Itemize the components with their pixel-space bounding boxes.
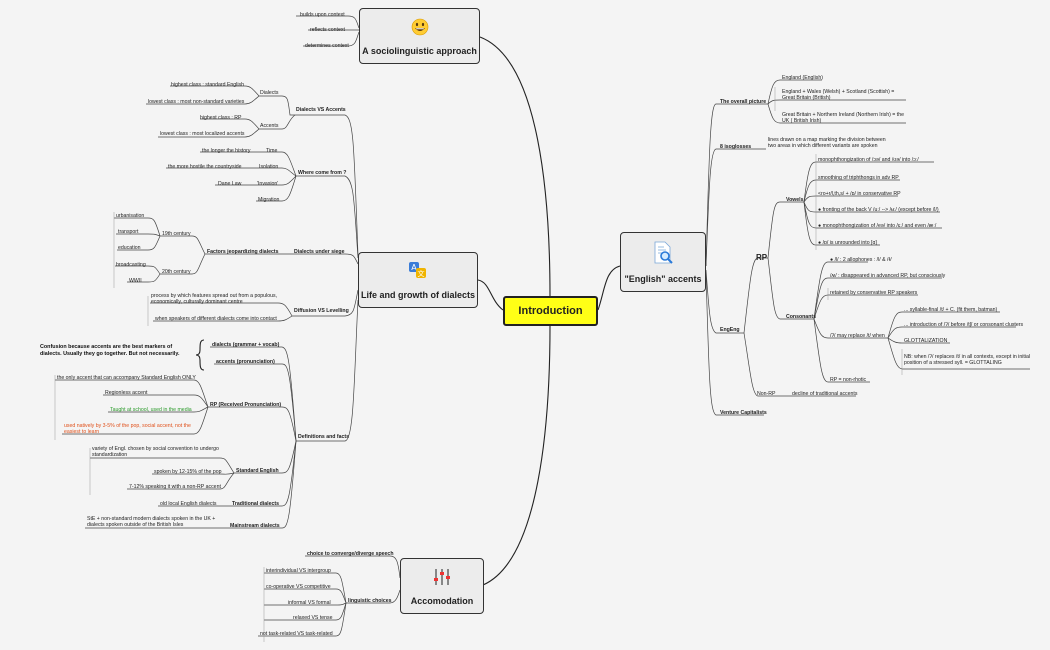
leaf[interactable]: England + Wales (Welsh) + Scotland (Scot… <box>782 89 895 102</box>
leaf[interactable]: ... introduction of /ʔ/ before /tʃ/ or c… <box>904 322 1024 328</box>
topic-choice-converge[interactable]: choice to converge/diverge speech <box>307 551 394 557</box>
topic-20th-century[interactable]: 20th century <box>162 269 191 275</box>
topic-mainstream-dialects[interactable]: Mainstream dialects <box>230 523 280 529</box>
node-label: "English" accents <box>624 274 702 284</box>
leaf[interactable]: highest class : standard English <box>171 82 244 88</box>
leaf[interactable]: not task-related VS task-related <box>260 631 333 637</box>
topic-dialects-under-siege[interactable]: Dialects under siege <box>294 249 345 255</box>
node-label: A sociolinguistic approach <box>362 46 477 56</box>
leaf[interactable]: interindividual VS intergroup <box>266 568 331 574</box>
leaf[interactable]: ● monophthongization of /eə/ into /ɛː/ a… <box>818 223 937 229</box>
grinning-face-icon <box>411 18 428 36</box>
leaf[interactable]: ... syllable-final /t/ + C. (fit them, b… <box>904 307 998 313</box>
leaf[interactable]: transport <box>118 229 139 235</box>
topic-traditional-dialects[interactable]: Traditional dialects <box>232 501 279 507</box>
topic-dialects[interactable]: Dialects <box>260 90 279 96</box>
topic-accents-pronunciation[interactable]: accents (pronunciation) <box>216 359 275 365</box>
topic-rp[interactable]: RP (Received Pronunciation) <box>210 402 282 408</box>
topic-consonants[interactable]: Consonants <box>786 314 816 320</box>
topic-standard-english[interactable]: Standard English <box>236 468 279 474</box>
leaf-orange[interactable]: used natively by 3-5% of the pop, social… <box>64 423 191 436</box>
translate-icon: A 文 <box>409 262 426 278</box>
topic-linguistic-choices[interactable]: linguistic choices <box>348 598 392 604</box>
leaf[interactable]: England (English) <box>782 75 823 81</box>
leaf[interactable]: monophthongization of /ɔə/ and /ʊə/ into… <box>818 157 919 163</box>
svg-text:A: A <box>411 263 417 272</box>
node-accomodation[interactable]: Accomodation <box>400 558 484 614</box>
leaf[interactable]: the more hostile the countryside <box>168 164 242 170</box>
topic-rp-english[interactable]: RP <box>756 253 768 262</box>
topic-invasion[interactable]: 'Invasion' <box>257 181 279 187</box>
leaf[interactable]: NB: when /ʔ/ replaces /t/ in all context… <box>904 354 1030 367</box>
leaf[interactable]: retained by conservative RP speakers <box>830 290 918 296</box>
leaf[interactable]: the only accent that can accompany Stand… <box>57 375 196 381</box>
leaf[interactable]: /ʍ/ : disappeared in advanced RP, but co… <box>830 273 946 279</box>
topic-non-rp[interactable]: Non-RP <box>757 391 776 397</box>
leaf[interactable]: urbanisation <box>116 213 145 219</box>
topic-engeng[interactable]: EngEng <box>720 327 740 333</box>
leaf[interactable]: 7-12% speaking it with a non-RP accent <box>129 484 221 490</box>
node-label: Accomodation <box>410 596 474 606</box>
topic-diffusion-vs-levelling[interactable]: Diffusion VS Levelling <box>294 308 349 314</box>
leaf[interactable]: broadcasting <box>116 262 146 268</box>
topic-factors-jeopardizing[interactable]: Factors jeopardizing dialects <box>207 249 279 255</box>
leaf[interactable]: spoken by 12-15% of the pop <box>154 469 222 475</box>
leaf[interactable]: ● /ɒ/ is unrounded into [ɑ] <box>818 240 877 246</box>
node-sociolinguistic-approach[interactable]: A sociolinguistic approach <box>359 8 480 64</box>
leaf[interactable]: relaxed VS tense <box>293 615 333 621</box>
node-english-accents[interactable]: "English" accents <box>620 232 706 292</box>
topic-8-isoglosses[interactable]: 8 isoglosses <box>720 144 752 150</box>
socio-item[interactable]: builds upon context <box>300 12 345 18</box>
leaf[interactable]: StE + non-standard modern dialects spoke… <box>87 516 216 529</box>
node-life-growth-dialects[interactable]: A 文 Life and growth of dialects <box>358 252 478 308</box>
topic-venture-capitalists[interactable]: Venture Capitalists <box>720 410 767 416</box>
topic-accents[interactable]: Accents <box>260 123 279 129</box>
topic-overall-picture[interactable]: The overall picture <box>720 99 767 105</box>
leaf[interactable]: informal VS formal <box>288 600 331 606</box>
leaf[interactable]: ● fronting of the back V /uː/ --> /ʉː/ (… <box>818 207 939 213</box>
leaf[interactable]: lowest class : most localized accents <box>160 131 245 137</box>
svg-text:文: 文 <box>418 269 425 278</box>
leaf[interactable]: process by which features spread out fro… <box>151 293 278 306</box>
leaf[interactable]: RP = non-rhotic <box>830 377 867 383</box>
leaf[interactable]: co-operative VS competitive <box>266 584 331 590</box>
leaf[interactable]: Regionless accent <box>105 390 148 396</box>
leaf[interactable]: smoothing of triphthongs in adv RP <box>818 175 899 181</box>
central-topic-introduction[interactable]: Introduction <box>503 296 598 326</box>
leaf[interactable]: GLOTTALIZATION <box>904 338 948 344</box>
topic-19th-century[interactable]: 19th century <box>162 231 191 237</box>
topic-vowels[interactable]: Vowels <box>786 197 804 203</box>
leaf[interactable]: decline of traditional accents <box>792 391 858 397</box>
leaf[interactable]: WWII <box>129 278 142 284</box>
leaf[interactable]: Dane Law <box>218 181 242 187</box>
leaf[interactable]: education <box>118 245 141 251</box>
leaf[interactable]: /ʔ/ may replace /t/ when <box>830 333 885 339</box>
leaf[interactable]: lowest class : most non-standard varieti… <box>148 99 245 105</box>
topic-definitions-and-facts[interactable]: Definitions and facts <box>298 434 350 440</box>
topic-dialects-grammar-vocab[interactable]: dialects (grammar + vocab) <box>212 342 280 348</box>
socio-item[interactable]: reflects context <box>310 27 345 33</box>
leaf[interactable]: lines drawn on a map marking the divisio… <box>768 137 886 150</box>
sliders-icon <box>434 569 450 585</box>
leaf[interactable]: Great Britain + Northern Ireland (Northe… <box>782 112 904 125</box>
leaf[interactable]: old local English dialects <box>160 501 217 507</box>
leaf[interactable]: variety of Engl. chosen by social conven… <box>92 446 219 459</box>
topic-where-come-from[interactable]: Where come from ? <box>298 170 347 176</box>
leaf[interactable]: highest class : RP <box>200 115 242 121</box>
leaf[interactable]: the longer the history <box>202 148 251 154</box>
topic-time[interactable]: Time <box>266 148 278 154</box>
leaf-green[interactable]: Taught at school, used in the media <box>110 407 192 413</box>
leaf[interactable]: when speakers of different dialects come… <box>155 316 277 322</box>
node-label: Life and growth of dialects <box>360 290 475 300</box>
socio-item[interactable]: determines context <box>305 43 349 49</box>
leaf[interactable]: ● /l/ : 2 allophones : /l/ & /ɫ/ <box>830 257 892 263</box>
note-confusion[interactable]: Confusion because accents are the best m… <box>40 344 180 358</box>
topic-isolation[interactable]: Isolation <box>259 164 279 170</box>
topic-migration[interactable]: Migration <box>258 197 280 203</box>
leaf[interactable]: <ro+r/l,th,s/ + /ɒ/ in conservative RP <box>818 191 901 197</box>
document-search-icon <box>654 241 673 264</box>
topic-dialects-vs-accents[interactable]: Dialects VS Accents <box>296 107 346 113</box>
